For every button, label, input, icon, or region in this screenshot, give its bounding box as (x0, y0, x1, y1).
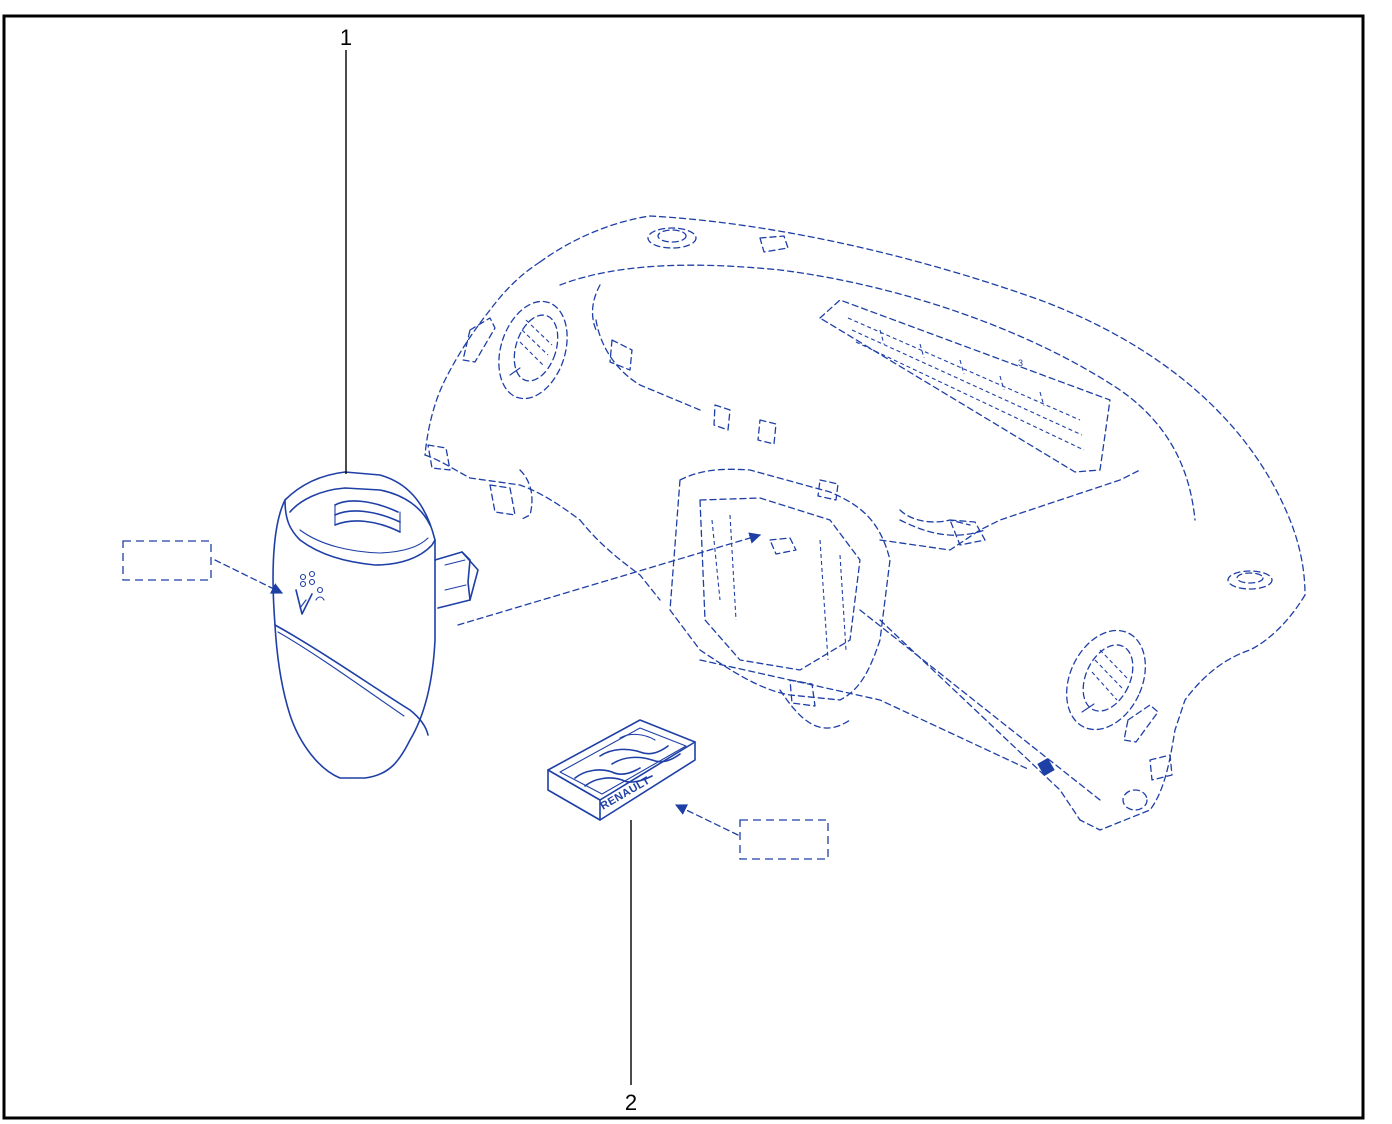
part-1-air-freshener (272, 471, 479, 779)
part-2-pointer-arrow (674, 804, 739, 836)
svg-text:2: 2 (625, 1090, 637, 1115)
svg-text:1: 1 (340, 25, 352, 50)
part-1-projection-line (457, 532, 762, 626)
dashboard-assembly: 3 (424, 215, 1306, 831)
part-1-pointer-arrow (214, 559, 284, 594)
part-2-reference-box (739, 819, 829, 860)
callout-2: 2 (625, 820, 637, 1115)
right-air-vent-outline (1066, 629, 1146, 731)
diagram-frame (2, 14, 1365, 1120)
part-2-projection-line (859, 609, 1101, 801)
brand-emblem-icon (295, 570, 325, 615)
part-1-reference-box (122, 540, 212, 581)
svg-text:3: 3 (1018, 358, 1024, 368)
left-air-vent-outline (498, 300, 568, 400)
part-2-vent-trim: RENAULT (547, 719, 696, 821)
callout-1: 1 (340, 25, 352, 474)
